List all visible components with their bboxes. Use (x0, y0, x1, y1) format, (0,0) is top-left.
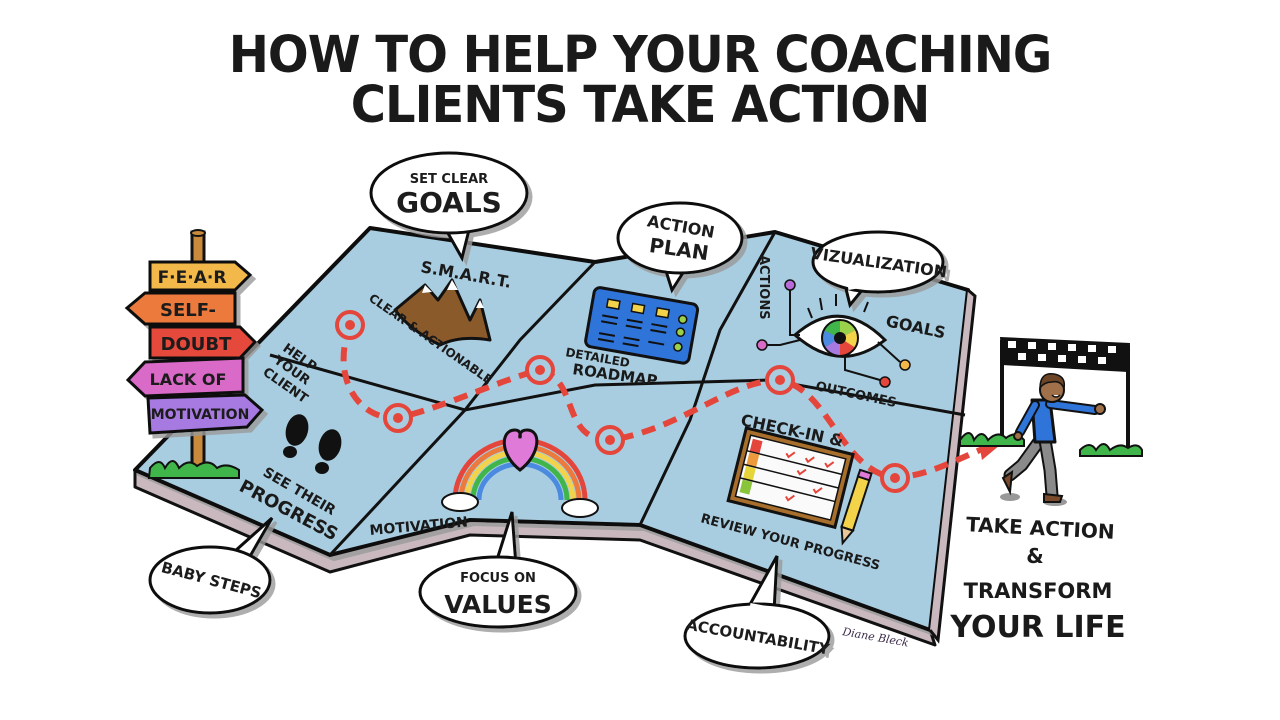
svg-text:SELF-: SELF- (160, 300, 216, 321)
running-person-icon (1000, 373, 1106, 506)
bubble-action-plan: ACTION PLAN (616, 201, 744, 294)
pencil-icon (840, 468, 873, 546)
bubble-accountability: ACCOUNTABILITY (683, 555, 832, 670)
checkered-flag-icon (1000, 337, 1130, 372)
page-title-line-1: HOW TO HELP YOUR COACHING (228, 25, 1053, 85)
mountain-icon (393, 278, 492, 347)
svg-text:DOUBT: DOUBT (161, 334, 233, 355)
waypoint-marker (525, 355, 555, 385)
svg-text:TAKE ACTION: TAKE ACTION (966, 512, 1116, 544)
clipboard-icon (726, 426, 855, 530)
bubble-focus-on-values: FOCUS ON VALUES (418, 511, 578, 629)
svg-text:MOTIVATION: MOTIVATION (151, 407, 250, 423)
roadmap-board-icon (584, 286, 700, 365)
svg-text:LACK OF: LACK OF (150, 370, 227, 389)
waypoint-marker (383, 403, 413, 433)
svg-text:TRANSFORM: TRANSFORM (964, 579, 1113, 603)
svg-text:SET CLEAR: SET CLEAR (410, 172, 488, 187)
heart-icon (502, 428, 539, 472)
waypoint-marker (335, 310, 365, 340)
finish-caption: TAKE ACTION & TRANSFORM YOUR LIFE (949, 512, 1125, 645)
waypoint-marker (765, 365, 795, 395)
svg-text:&: & (1026, 544, 1043, 568)
journey-path (335, 310, 1000, 493)
eye-icon (756, 279, 911, 388)
signpost: F·E·A·R SELF- DOUBT LACK OF MOTIVATION (124, 229, 265, 479)
waypoint-marker (595, 425, 625, 455)
footprints-icon (283, 414, 342, 474)
svg-text:VALUES: VALUES (444, 590, 551, 619)
svg-text:YOUR LIFE: YOUR LIFE (949, 610, 1125, 645)
page-title-line-2: CLIENTS TAKE ACTION (350, 75, 930, 135)
svg-text:ACTIONS: ACTIONS (756, 255, 771, 320)
waypoint-marker (880, 463, 910, 493)
svg-text:FOCUS ON: FOCUS ON (460, 571, 536, 586)
sign-self: SELF- (124, 291, 237, 326)
sign-motivation: MOTIVATION (146, 393, 265, 435)
bubble-set-clear-goals: SET CLEAR GOALS (369, 151, 529, 263)
sign-lack-of: LACK OF (125, 356, 245, 398)
sign-doubt: DOUBT (148, 325, 258, 360)
panel-visualization: ACTIONS GOALS OUTCOMES (756, 255, 947, 411)
bubble-visualization: VIZUALIZATION (809, 230, 948, 309)
bubble-baby-steps: BABY STEPS (148, 516, 274, 615)
sign-fear: F·E·A·R (148, 260, 253, 292)
svg-text:GOALS: GOALS (396, 186, 502, 219)
svg-text:F·E·A·R: F·E·A·R (158, 268, 227, 288)
finish-line (959, 337, 1143, 457)
